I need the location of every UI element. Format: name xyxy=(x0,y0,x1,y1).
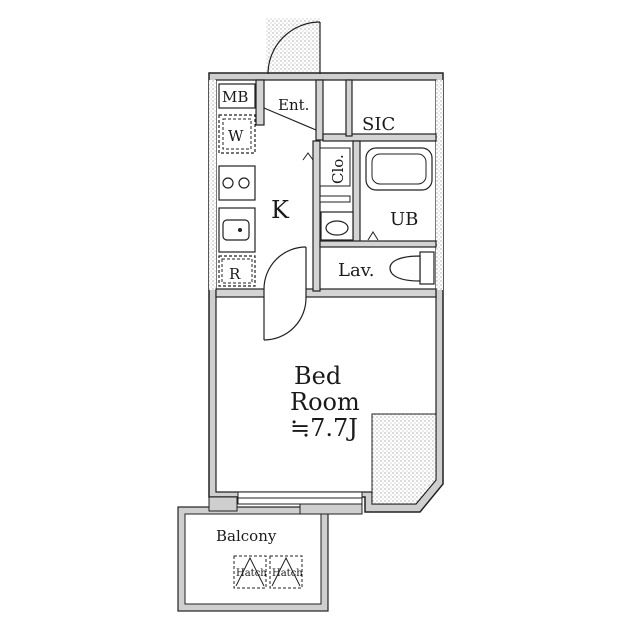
label-lavatory: Lav. xyxy=(338,260,374,281)
toilet-icon xyxy=(389,251,435,285)
stove-icon xyxy=(222,177,250,189)
sink-drain-icon xyxy=(238,228,242,232)
fridge-icon xyxy=(221,258,253,284)
label-closet: Clo. xyxy=(329,154,347,184)
label-washer: W xyxy=(228,127,244,145)
hatch-boxes xyxy=(233,555,303,589)
sink-icon xyxy=(222,219,250,241)
bedroom-door xyxy=(263,246,307,341)
hatch-triangles xyxy=(235,556,301,587)
label-entrance: Ent. xyxy=(278,96,309,114)
vent-mark xyxy=(302,152,314,161)
left-fixtures xyxy=(218,83,256,287)
basin-icon xyxy=(325,220,349,236)
balcony xyxy=(177,496,363,612)
corridor-area xyxy=(266,18,320,74)
label-unit-bath: UB xyxy=(390,209,418,230)
entrance-door xyxy=(267,21,321,75)
closet-door xyxy=(319,195,351,203)
label-balcony: Balcony xyxy=(216,527,277,545)
label-hatch-1: Hatch xyxy=(236,568,267,579)
label-mb: MB xyxy=(222,88,248,106)
bathtub-inner-icon xyxy=(371,153,427,185)
entrance-step xyxy=(263,107,317,131)
washer-icon xyxy=(222,118,252,150)
interior-walls xyxy=(215,79,437,298)
bathtub-icon xyxy=(365,147,433,191)
bedroom-window xyxy=(237,491,363,505)
label-bedroom-2: Room xyxy=(290,388,360,416)
bath-step-mark xyxy=(367,231,379,241)
wet-area-wall xyxy=(436,80,443,290)
label-sic: SIC xyxy=(362,114,395,135)
label-bedroom-1: Bed xyxy=(294,362,341,390)
closet-box xyxy=(319,147,351,187)
label-hatch-2: Hatch xyxy=(272,568,303,579)
label-kitchen: K xyxy=(271,196,290,224)
left-wall-stipple xyxy=(209,80,216,290)
pipe-shaft xyxy=(371,413,437,505)
label-bedroom-size: ≒7.7J xyxy=(290,414,358,442)
label-fridge: R xyxy=(229,265,241,283)
